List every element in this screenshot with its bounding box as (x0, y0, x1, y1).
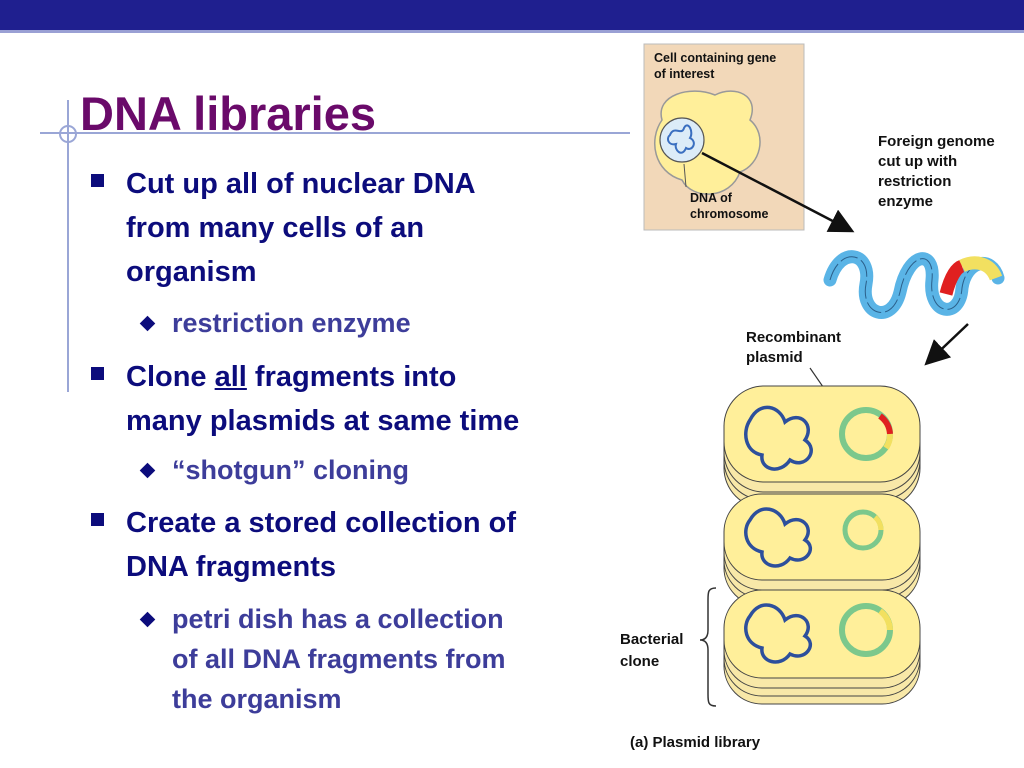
sub-bullet-3-line-3: the organism (172, 684, 342, 714)
plasmid-insert-yellow (883, 433, 893, 450)
arrow-to-plasmid (924, 323, 969, 366)
bullet-square-icon (91, 513, 104, 526)
arrow-to-fragments (701, 151, 855, 233)
top-banner-rule (0, 30, 1024, 33)
bullet-2-line-2: many plasmids at same time (126, 405, 520, 437)
plasmid-library-figure: Cell containing gene of interest DNA of … (620, 43, 1005, 751)
plasmid-insert-yellow (873, 515, 884, 531)
bacterium-cell (723, 493, 921, 581)
bullet-2-emphasis: all (214, 361, 247, 393)
nucleus (659, 117, 705, 163)
gene-insert-yellow (959, 256, 1003, 281)
top-banner (0, 0, 1024, 30)
sub-bullet-diamond-icon (139, 315, 156, 332)
bullet-1-line-3: organism (126, 256, 257, 288)
figure-caption: (a) Plasmid library (630, 734, 761, 751)
sub-bullet-3-line-1: petri dish has a collection (172, 604, 504, 634)
bullet-3-line-2: DNA fragments (126, 551, 337, 583)
bullet-3-line-1: Create a stored collection of (126, 507, 516, 539)
bacterial-chromosome (744, 603, 812, 664)
bacterial-chromosome (744, 405, 813, 471)
bullet-2-line-1: Clone all fragments into (126, 355, 636, 399)
bacterial-clone-label: Bacterial clone (620, 631, 688, 670)
dna-strand-cuts (829, 256, 999, 313)
bullet-2-tail: fragments into (246, 361, 457, 393)
bullet-2-lead: Clone (126, 361, 215, 393)
bullet-square-icon (91, 174, 104, 187)
sub-bullet-diamond-icon (139, 611, 156, 628)
title-rule (40, 132, 630, 134)
bullet-1-line-1: Cut up all of nuclear DNA (126, 168, 476, 200)
dna-fragments (823, 250, 1005, 319)
chromosome-dna (667, 124, 695, 154)
cell-panel: Cell containing gene of interest DNA of … (643, 43, 805, 231)
left-rule (67, 100, 69, 392)
sub-bullet-1: restriction enzyme (172, 308, 411, 338)
bullet-1-line-2: from many cells of an (126, 212, 425, 244)
clone-bracket (699, 587, 717, 707)
plasmid-insert-yellow (878, 608, 893, 631)
bacterial-clone-3 (723, 589, 921, 705)
chromosome-pointer (683, 163, 687, 188)
bullet-list: Cut up all of nuclear DNA from many cell… (0, 0, 519, 714)
slide-title: DNA libraries (80, 87, 377, 140)
recombinant-label: Recombinant plasmid (746, 329, 845, 366)
bacterial-clone-1 (723, 385, 921, 509)
bacterial-clone-2 (723, 493, 921, 607)
crosshair-ornament (59, 125, 77, 143)
sub-bullet-3-line-2: of all DNA fragments from (172, 644, 506, 674)
chromosome-label: DNA of chromosome (690, 191, 769, 221)
sub-bullet-2: “shotgun” cloning (172, 455, 409, 485)
genome-label: Foreign genome cut up with restriction e… (878, 133, 999, 210)
bullet-square-icon (91, 367, 104, 380)
cell-label: Cell containing gene of interest (654, 51, 780, 81)
sub-bullet-diamond-icon (139, 462, 156, 479)
bacterial-chromosome (744, 507, 812, 568)
plasmid-insert-red (878, 413, 893, 435)
gene-insert-red (939, 259, 965, 296)
